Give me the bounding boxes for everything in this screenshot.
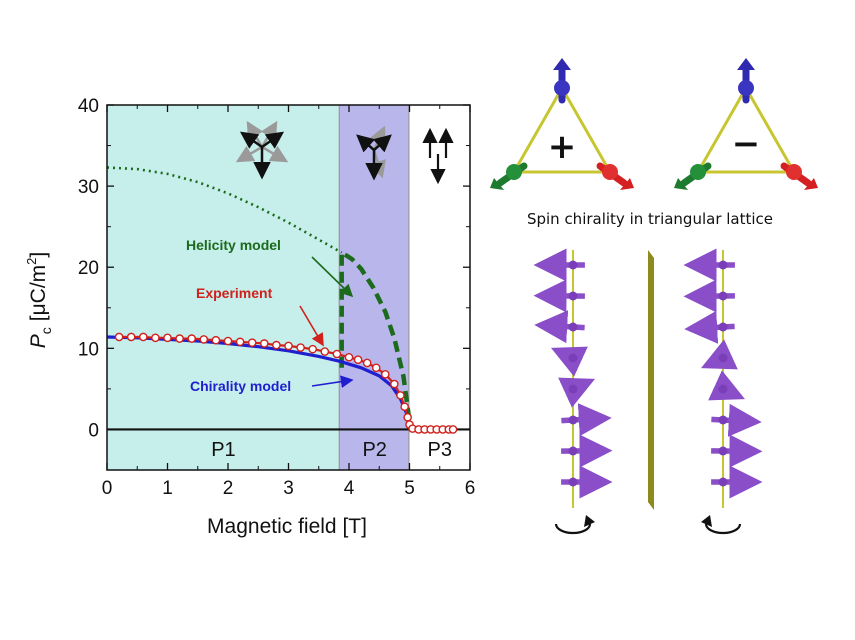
- annotation-chirality-arrow: [311, 375, 354, 388]
- spin-config-icon-p3: [422, 127, 454, 185]
- annotation-helicity-model: Helicity model: [186, 237, 281, 253]
- y-tick-label: 10: [78, 339, 99, 360]
- chirality-caption: Spin chirality in triangular lattice: [527, 210, 773, 228]
- spin-arrow-icon: [711, 403, 762, 437]
- data-point-experiment: [259, 339, 269, 348]
- data-point-experiment: [247, 338, 257, 347]
- x-tick-label: 0: [102, 478, 113, 499]
- x-tick-label: 1: [162, 478, 173, 499]
- data-point-experiment: [371, 363, 381, 373]
- y-tick-label: 20: [78, 258, 99, 279]
- spin-config-icon-p1: [235, 120, 289, 180]
- x-tick-label: 5: [404, 478, 415, 499]
- phase-label-p2: P2: [362, 439, 386, 461]
- spin-arrow-icon: [684, 310, 735, 344]
- data-point-experiment: [332, 349, 342, 359]
- y-tick-label: 0: [88, 420, 99, 441]
- minus-sign: −: [732, 124, 761, 164]
- data-point-experiment: [187, 334, 196, 343]
- data-point-experiment: [272, 340, 281, 350]
- svg-text:Pc[μC/m2]: Pc[μC/m2]: [24, 252, 54, 349]
- data-point-experiment: [223, 336, 233, 346]
- spin-site: [718, 477, 728, 487]
- spin-up-icon: [553, 58, 571, 104]
- x-tick-label: 3: [283, 478, 294, 499]
- spin-right-icon: [780, 162, 818, 190]
- spin-site: [718, 322, 728, 332]
- spin-up-icon: [737, 58, 755, 104]
- phase-label-p1: P1: [211, 439, 235, 461]
- data-point-experiment: [211, 335, 221, 345]
- x-tick-label: 2: [223, 478, 234, 499]
- x-axis-title: Magnetic field [T]: [207, 515, 367, 538]
- y-tick-label: 40: [78, 96, 99, 117]
- spin-left-icon: [490, 162, 528, 190]
- data-point-experiment: [320, 347, 330, 356]
- phase-region-p3: [409, 105, 470, 470]
- spin-site: [568, 353, 578, 363]
- data-point-experiment: [400, 402, 409, 412]
- triangle-minus: −: [674, 58, 818, 190]
- spin-site: [718, 415, 728, 425]
- data-point-experiment: [138, 332, 148, 342]
- annotation-experiment: Experiment: [196, 285, 273, 301]
- annotation-chirality-model: Chirality model: [190, 378, 291, 394]
- y-axis-title: Pc[μC/m2]: [24, 252, 54, 349]
- data-point-experiment: [163, 333, 172, 343]
- spin-site: [568, 260, 578, 270]
- spin-site: [718, 260, 728, 270]
- spin-site: [718, 353, 728, 363]
- spin-site: [568, 322, 578, 332]
- data-point-experiment: [199, 335, 209, 344]
- data-point-experiment: [396, 391, 405, 400]
- helix-chain-left: [533, 248, 613, 508]
- spin-site: [568, 446, 578, 456]
- series-layer: [106, 166, 458, 434]
- plus-sign: +: [548, 127, 577, 167]
- spin-site: [568, 477, 578, 487]
- spin-arrow-icon: [561, 403, 612, 437]
- data-point-experiment: [308, 344, 318, 354]
- polarization-chart: P1 P2 P3 0 1 2 3 4 5 6 0 10 20 30 40 Helicity model: [24, 96, 475, 538]
- annotation-experiment-arrow: [299, 305, 324, 347]
- spin-site: [718, 446, 728, 456]
- spin-site: [568, 291, 578, 301]
- y-tick-label: 30: [78, 177, 99, 198]
- data-point-experiment: [353, 355, 363, 364]
- data-point-experiment: [296, 343, 305, 352]
- data-point-experiment: [362, 358, 372, 368]
- helix-chain-right: [683, 248, 763, 508]
- mirror-plane: [648, 250, 654, 510]
- rotation-arrow-left-icon: [554, 515, 595, 535]
- data-point-experiment: [235, 337, 245, 347]
- x-tick-label: 6: [465, 478, 476, 499]
- spin-site: [568, 415, 578, 425]
- data-point-experiment: [403, 412, 412, 422]
- data-point-experiment: [175, 334, 184, 343]
- spin-right-icon: [596, 162, 634, 190]
- data-point-experiment: [390, 379, 399, 389]
- data-point-experiment: [284, 341, 293, 351]
- phase-regions: P1 P2 P3: [107, 105, 470, 470]
- spin-site: [718, 384, 728, 394]
- phase-label-p3: P3: [428, 439, 452, 461]
- spin-site: [568, 384, 578, 394]
- spin-site: [718, 291, 728, 301]
- triangle-plus: +: [490, 58, 634, 190]
- annotation-helicity-arrow: [311, 256, 354, 298]
- axes: 0 1 2 3 4 5 6 0 10 20 30 40: [78, 96, 475, 499]
- data-point-experiment: [380, 369, 390, 379]
- spin-arrow-icon: [534, 310, 585, 344]
- x-tick-label: 4: [344, 478, 355, 499]
- data-point-experiment: [448, 425, 458, 434]
- spin-left-icon: [674, 162, 712, 190]
- data-point-experiment: [114, 332, 124, 342]
- data-point-experiment: [151, 333, 160, 343]
- phase-region-p1: [107, 105, 340, 470]
- data-point-experiment: [126, 332, 136, 342]
- rotation-arrow-right-icon: [701, 515, 742, 535]
- spin-config-icon-p2: [356, 125, 392, 181]
- data-point-experiment: [344, 352, 354, 362]
